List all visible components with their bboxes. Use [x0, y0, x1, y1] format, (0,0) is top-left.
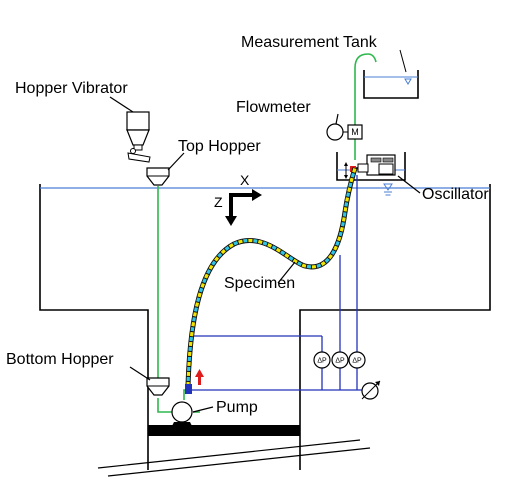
oscillator-label: Oscillator: [422, 186, 489, 203]
dp-label: ΔP: [352, 358, 362, 365]
bottom-hopper: [146, 377, 170, 396]
specimen-cable: [185, 167, 358, 387]
water-level-icon: [404, 78, 412, 85]
axis-z-label: Z: [214, 194, 223, 210]
oscillator-device: [344, 154, 396, 179]
pump-label: Pump: [216, 399, 258, 416]
axis-x-label: X: [240, 172, 250, 188]
dp-label: ΔP: [335, 358, 345, 365]
hopper-vibrator: [126, 111, 151, 163]
pressure-gauge: ΔP: [331, 351, 349, 369]
flowmeter: M: [326, 123, 363, 141]
coordinate-axes: X Z: [214, 172, 262, 226]
pressure-gauge: ΔP: [348, 351, 366, 369]
ground-lines: [97, 439, 371, 477]
flowmeter-symbol: M: [351, 127, 359, 137]
measurement-tank-label: Measurement Tank: [241, 34, 378, 51]
dp-label: ΔP: [317, 358, 327, 365]
flowmeter-label: Flowmeter: [236, 99, 311, 116]
leader-lines: [109, 96, 421, 413]
water-level-icon: [383, 183, 393, 191]
top-hopper: [146, 167, 170, 186]
specimen-label: Specimen: [224, 275, 295, 292]
pressure-lines-blue: [190, 175, 370, 391]
pressure-gauge: ΔP: [313, 351, 331, 369]
measurement-tank: [363, 49, 419, 99]
pump: [171, 401, 193, 428]
sensor-gauge: [361, 380, 381, 400]
hopper-vibrator-label: Hopper Vibrator: [15, 80, 128, 97]
specimen-bottom-fitting: [185, 384, 192, 394]
flow-lines-green: [157, 53, 377, 413]
top-hopper-label: Top Hopper: [178, 138, 261, 155]
bottom-hopper-label: Bottom Hopper: [6, 351, 114, 368]
flow-direction-arrow: [195, 369, 204, 385]
pump-base-slab: [148, 425, 300, 436]
